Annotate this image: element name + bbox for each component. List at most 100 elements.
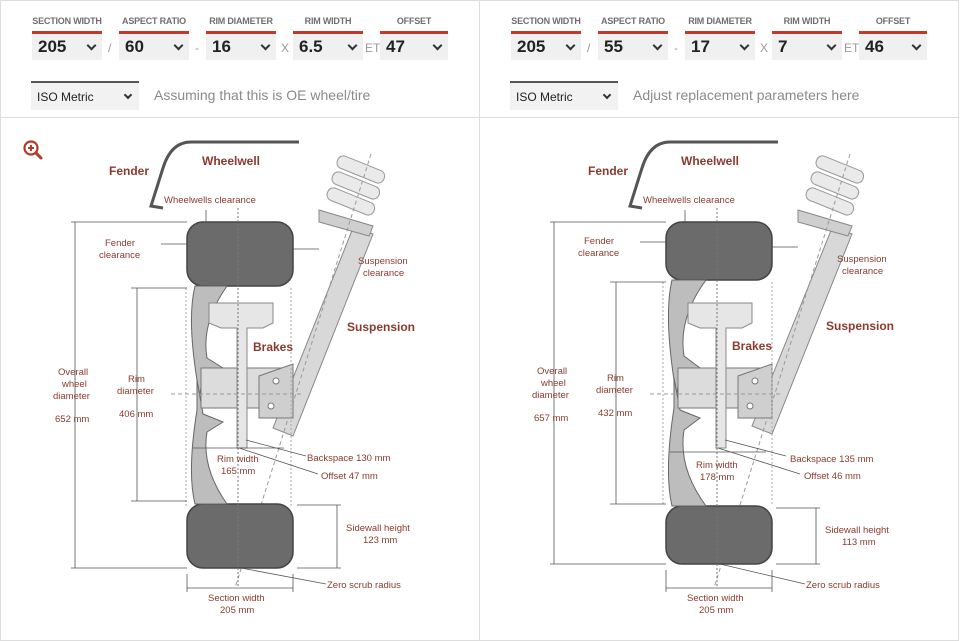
section-width-diagram-label: Section width: [687, 593, 744, 604]
suspension-clearance-label-1: Suspension: [358, 256, 408, 267]
left-diagram-area: Fender Wheelwell Wheelwells clearance Fe…: [0, 117, 480, 641]
tire-bottom: [186, 503, 294, 569]
backspace-label: Backspace 130 mm: [307, 453, 391, 464]
rim-width-value: 178 mm: [700, 472, 734, 483]
right-panel: SECTION WIDTH 205 / ASPECT RATIO 55 - RI…: [479, 0, 959, 641]
offset-select[interactable]: 46: [859, 31, 927, 60]
suspension-clearance-label-2: clearance: [842, 266, 883, 277]
tire-bottom: [665, 505, 773, 565]
separator-slash: /: [587, 41, 591, 55]
sidewall-height-value: 113 mm: [842, 537, 876, 548]
rim-width-value: 6.5: [299, 37, 323, 56]
chevron-down-icon: [432, 40, 443, 50]
wheelwell-label: Wheelwell: [202, 154, 260, 168]
suspension-label: Suspension: [347, 320, 415, 334]
separator-x: X: [281, 41, 290, 55]
overall-diameter-label-2: wheel: [540, 378, 566, 389]
rim-diameter-label-1: Rim: [607, 373, 624, 384]
separator-dash: -: [674, 41, 678, 55]
section-width-label: SECTION WIDTH: [511, 16, 581, 26]
section-width-value: 205: [517, 37, 546, 56]
rim-diameter-value: 16: [212, 37, 231, 56]
suspension-label: Suspension: [826, 319, 894, 333]
overall-diameter-label-1: Overall: [537, 366, 567, 377]
overall-diameter-value: 657 mm: [534, 413, 568, 424]
section-width-label: SECTION WIDTH: [32, 16, 102, 26]
brakes-label: Brakes: [253, 340, 293, 354]
fender-clearance-label-2: clearance: [99, 250, 140, 261]
wheel-fitment-diagram: Fender Wheelwell Wheelwells clearance Fe…: [53, 140, 415, 616]
brakes-label: Brakes: [732, 339, 772, 353]
chevron-down-icon: [260, 40, 271, 50]
chevron-down-icon: [652, 40, 663, 50]
chevron-down-icon: [826, 40, 837, 50]
aspect-ratio-select[interactable]: 55: [598, 31, 668, 60]
rim-width-value: 165 mm: [221, 466, 255, 477]
rim-diameter-label: RIM DIAMETER: [688, 16, 752, 26]
separator-x: X: [760, 41, 769, 55]
tire-top: [186, 221, 294, 287]
aspect-ratio-value: 55: [604, 37, 623, 56]
wheelwells-clearance-label: Wheelwells clearance: [164, 195, 256, 206]
wheelwells-clearance-label: Wheelwells clearance: [643, 195, 735, 206]
rim-width-label: RIM WIDTH: [304, 16, 352, 26]
aspect-ratio-select[interactable]: 60: [119, 31, 189, 60]
chevron-down-icon: [123, 90, 133, 99]
backspace-label: Backspace 135 mm: [790, 454, 874, 465]
section-width-diagram-value: 205 mm: [699, 605, 733, 616]
zoom-in-icon[interactable]: [21, 138, 45, 162]
section-width-value: 205: [38, 37, 67, 56]
chevron-down-icon: [565, 40, 576, 50]
tire-top: [665, 221, 773, 281]
overall-diameter-label-3: diameter: [53, 391, 90, 402]
oe-hint-text: Assuming that this is OE wheel/tire: [154, 87, 371, 103]
left-controls: SECTION WIDTH 205 / ASPECT RATIO 60 - RI…: [0, 0, 480, 118]
fender-clearance-label-2: clearance: [578, 248, 619, 259]
separator-et: ET: [844, 41, 860, 55]
zero-scrub-label: Zero scrub radius: [327, 580, 401, 591]
wheel-fitment-diagram: Fender Wheelwell Wheelwells clearance Fe…: [532, 140, 894, 616]
section-width-diagram-label: Section width: [208, 593, 265, 604]
right-controls: SECTION WIDTH 205 / ASPECT RATIO 55 - RI…: [479, 0, 959, 118]
rim-diameter-value: 17: [691, 37, 710, 56]
rim-diameter-label-2: diameter: [596, 385, 633, 396]
separator-dash: -: [195, 41, 199, 55]
sidewall-height-value: 123 mm: [363, 535, 397, 546]
unit-system-select[interactable]: ISO Metric: [510, 81, 618, 110]
offset-value: 47: [386, 37, 405, 56]
fender-label: Fender: [588, 164, 628, 178]
section-width-select[interactable]: 205: [511, 31, 581, 60]
rim-diameter-label-2: diameter: [117, 386, 154, 397]
offset-diagram-label: Offset 47 mm: [321, 471, 378, 482]
unit-system-value: ISO Metric: [37, 89, 94, 104]
rim-width-select[interactable]: 6.5: [293, 31, 363, 60]
offset-label: OFFSET: [396, 16, 432, 26]
overall-diameter-value: 652 mm: [55, 414, 89, 425]
chevron-down-icon: [602, 90, 612, 99]
offset-select[interactable]: 47: [380, 31, 448, 60]
wheelwell-label: Wheelwell: [681, 154, 739, 168]
rim-diameter-value: 406 mm: [119, 409, 153, 420]
suspension-clearance-label-1: Suspension: [837, 254, 887, 265]
rim-diameter-select[interactable]: 17: [685, 31, 755, 60]
rim-width-select[interactable]: 7: [772, 31, 842, 60]
rim-width-label: RIM WIDTH: [783, 16, 831, 26]
fender-label: Fender: [109, 164, 149, 178]
rim-diameter-select[interactable]: 16: [206, 31, 276, 60]
unit-system-value: ISO Metric: [516, 89, 573, 104]
suspension-clearance-label-2: clearance: [363, 268, 404, 279]
rim-width-label: Rim width: [696, 460, 738, 471]
rim-width-value: 7: [778, 37, 788, 56]
chevron-down-icon: [86, 40, 97, 50]
offset-value: 46: [865, 37, 884, 56]
sidewall-height-label: Sidewall height: [825, 525, 889, 536]
aspect-ratio-label: ASPECT RATIO: [122, 16, 186, 26]
sidewall-height-label: Sidewall height: [346, 523, 410, 534]
section-width-select[interactable]: 205: [32, 31, 102, 60]
fender-clearance-label-1: Fender: [584, 236, 614, 247]
separator-et: ET: [365, 41, 381, 55]
unit-system-select[interactable]: ISO Metric: [31, 81, 139, 110]
chevron-down-icon: [347, 40, 358, 50]
overall-diameter-label-3: diameter: [532, 390, 569, 401]
rim-diameter-label-1: Rim: [128, 374, 145, 385]
